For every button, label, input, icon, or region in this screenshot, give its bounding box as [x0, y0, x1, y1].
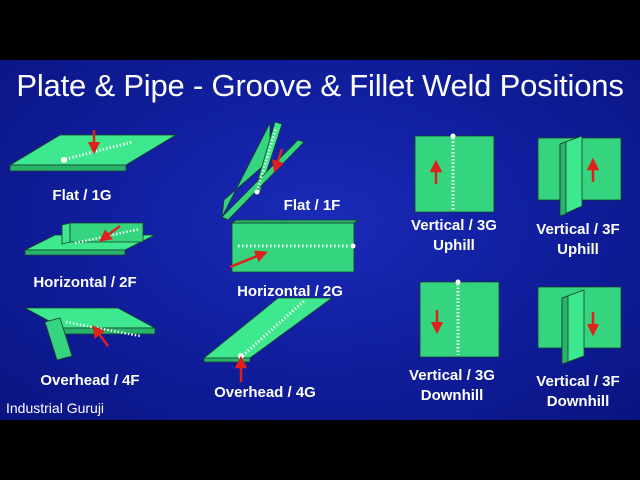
overhead-4g-plate: [202, 297, 334, 382]
label-flat-1f: Flat / 1F: [283, 197, 341, 214]
vertical-3g-downhill-plate: [419, 279, 500, 358]
label-vertical-3g-uphill-line2: Uphill: [433, 237, 475, 254]
label-vertical-3f-uphill-line1: Vertical / 3F: [536, 221, 620, 238]
vertical-3f-uphill-joint: [537, 135, 622, 217]
weld-diagrams: [8, 121, 622, 382]
overhead-4f-joint: [24, 307, 156, 361]
label-vertical-3f-uphill: Vertical / 3F Uphill: [516, 220, 640, 260]
brand-watermark: Industrial Guruji: [6, 400, 105, 416]
label-vertical-3g-downhill-line1: Vertical / 3G: [409, 367, 495, 384]
label-vertical-3g-downhill: Vertical / 3G Downhill: [390, 366, 514, 406]
flat-1f-joint: [221, 121, 305, 221]
label-vertical-3g-uphill: Vertical / 3G Uphill: [392, 216, 516, 256]
horizontal-2f-joint: [24, 222, 156, 256]
label-horizontal-2f: Horizontal / 2F: [33, 274, 137, 291]
label-overhead-4f: Overhead / 4F: [40, 372, 140, 389]
flat-1g-plate: [8, 130, 178, 172]
label-flat-1g: Flat / 1G: [52, 187, 112, 204]
label-horizontal-2g: Horizontal / 2G: [237, 283, 343, 300]
label-vertical-3g-downhill-line2: Downhill: [420, 387, 484, 404]
slide: Plate & Pipe - Groove & Fillet Weld Posi…: [0, 60, 640, 420]
label-vertical-3f-downhill-line1: Vertical / 3F: [536, 373, 620, 390]
label-vertical-3f-downhill-line2: Downhill: [546, 393, 610, 410]
vertical-3g-uphill-plate: [414, 133, 495, 213]
vertical-3f-downhill-joint: [537, 286, 622, 365]
label-vertical-3f-uphill-line2: Uphill: [557, 241, 599, 258]
page-title: Plate & Pipe - Groove & Fillet Weld Posi…: [16, 68, 624, 103]
label-vertical-3g-uphill-line1: Vertical / 3G: [411, 217, 497, 234]
label-vertical-3f-downhill: Vertical / 3F Downhill: [516, 372, 640, 412]
horizontal-2g-plate: [229, 219, 360, 273]
label-overhead-4g: Overhead / 4G: [214, 384, 316, 401]
